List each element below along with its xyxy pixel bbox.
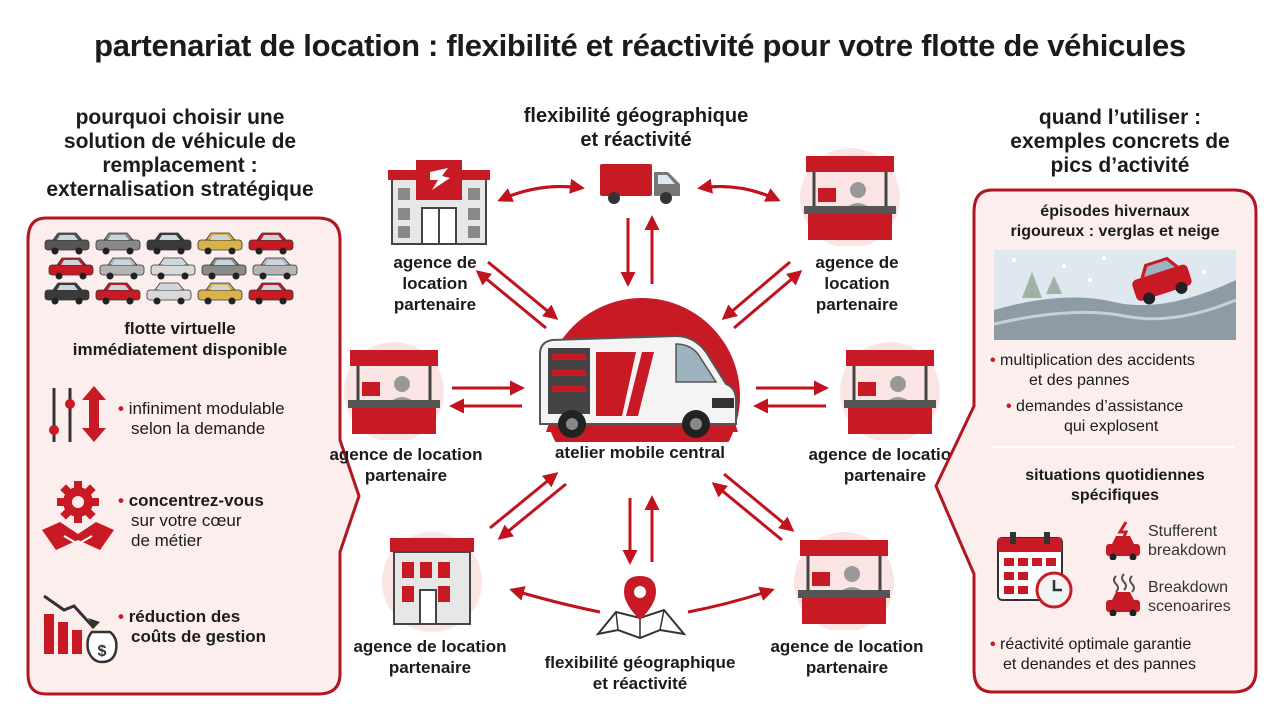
geo-label-bottom: flexibilité géographique et réactivité — [544, 653, 736, 693]
car-smoke-icon — [1106, 573, 1140, 616]
mobile-workshop-van-icon — [539, 298, 740, 442]
daily-item-1: Stufferent breakdown — [1148, 523, 1227, 559]
left-panel — [26, 216, 361, 696]
truck-icon — [600, 164, 680, 204]
gear-handshake-icon — [42, 481, 114, 550]
kiosk-top-right-icon — [800, 148, 900, 246]
building-bottom-left-icon — [382, 532, 482, 632]
car-breakdown-icon — [1106, 521, 1140, 560]
modular-text: infiniment modulable — [118, 398, 285, 419]
fleet-car — [252, 257, 298, 280]
kiosk-bottom-right-icon — [794, 532, 894, 630]
focus-text-3: de métier — [131, 531, 202, 550]
map-pin-icon — [595, 576, 687, 640]
agency-mid-right-label: agence de location partenaire — [808, 445, 962, 485]
agency-top-right-label: agence de location partenaire — [815, 253, 899, 314]
slider-arrows-icon — [49, 386, 106, 442]
agency-bottom-right-label: agence de location partenaire — [770, 637, 924, 677]
fleet-car — [201, 257, 247, 280]
fleet-car — [197, 282, 243, 305]
geo-heading-top: flexibilité géographique et réactivité — [523, 105, 749, 151]
car-fleet-icon — [44, 232, 298, 305]
fleet-label: flotte virtuelle immédiatement disponibl… — [72, 319, 288, 359]
agency-bottom-left-label: agence de location partenaire — [353, 637, 507, 677]
cost-text-2: coûts de gestion — [131, 627, 267, 646]
daily-item-2: Breakdown scenoarires — [1148, 579, 1231, 615]
fleet-car — [150, 257, 196, 280]
daily-title: situations quotidiennes spécifiques — [1025, 467, 1205, 504]
left-heading: pourquoi choisir une solution de véhicul… — [46, 106, 314, 201]
fleet-car — [95, 232, 141, 255]
fleet-car — [146, 232, 192, 255]
right-heading: quand l’utiliser : exemples concrets de … — [1010, 106, 1230, 177]
fleet-car — [99, 257, 145, 280]
cost-text: réduction des — [118, 606, 240, 627]
fleet-car — [48, 257, 94, 280]
winter-bullet-1b: et des pannes — [1029, 372, 1130, 389]
fleet-car — [146, 282, 192, 305]
right-divider — [992, 446, 1234, 448]
agency-top-left-label: agence de location partenaire — [393, 253, 477, 314]
fleet-car — [95, 282, 141, 305]
snowy-road-icon — [994, 250, 1236, 340]
fleet-car — [44, 282, 90, 305]
winter-title: épisodes hivernaux rigoureux : verglas e… — [1010, 203, 1220, 240]
winter-bullet-2b: qui explosent — [1064, 418, 1159, 435]
fleet-car — [44, 232, 90, 255]
calendar-clock-icon — [997, 532, 1073, 609]
kiosk-mid-right-icon — [840, 342, 940, 440]
daily-bullet-b: et denandes et des pannes — [1003, 656, 1197, 673]
building-hq-icon — [388, 160, 490, 245]
svg-text:$: $ — [98, 643, 107, 660]
focus-text-2: sur votre cœur — [131, 511, 242, 530]
cost-reduction-icon: $ — [43, 594, 118, 664]
kiosk-mid-left-icon — [344, 342, 444, 440]
daily-bullet: réactivité optimale garantie — [990, 634, 1191, 655]
fleet-car — [248, 282, 294, 305]
fleet-car — [197, 232, 243, 255]
agency-mid-left-label: agence de location partenaire — [329, 445, 483, 485]
winter-bullet-2: demandes d’assistance — [1006, 396, 1183, 417]
fleet-car — [248, 232, 294, 255]
page-title: partenariat de location : flexibilité et… — [94, 28, 1186, 63]
winter-bullet-1: multiplication des accidents — [990, 350, 1195, 371]
hub-label: atelier mobile central — [554, 443, 726, 462]
focus-text: concentrez-vous — [118, 490, 264, 511]
modular-text-2: selon la demande — [131, 419, 266, 438]
